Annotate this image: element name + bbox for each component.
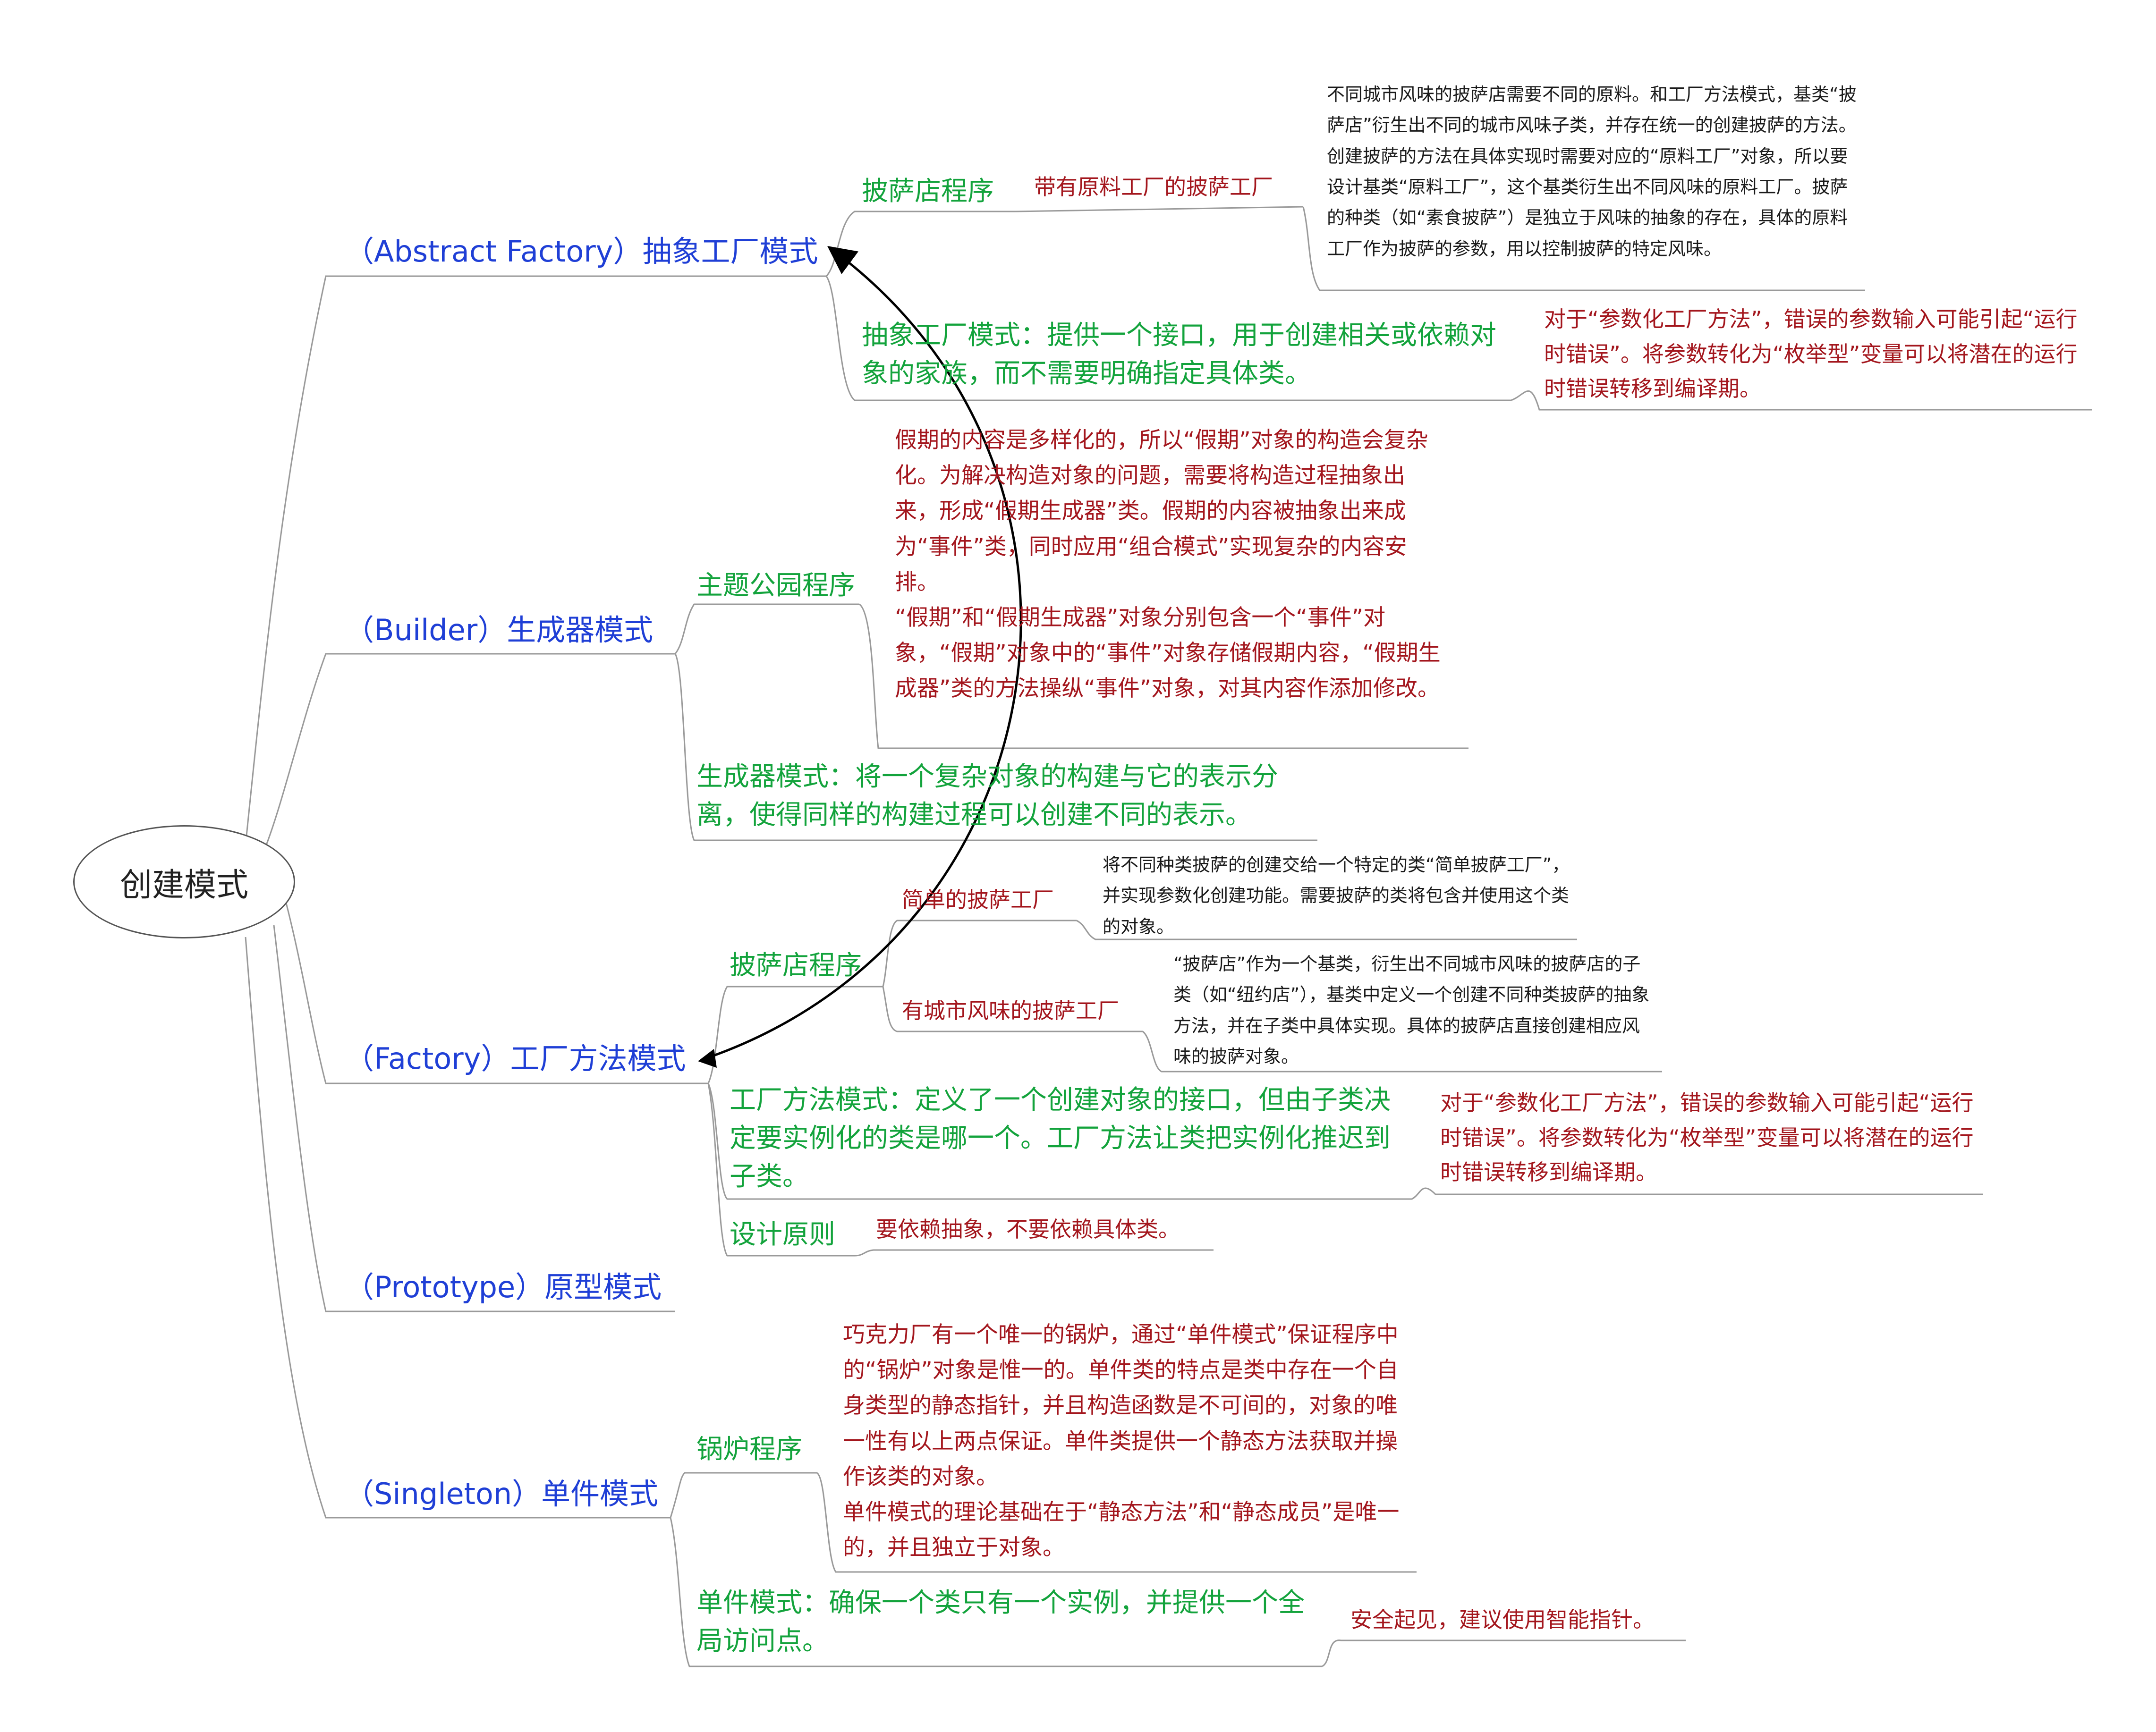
edge-root-factory <box>282 892 708 1084</box>
node-singleton-note: 安全起见，建议使用智能指针。 <box>1350 1607 1655 1632</box>
relation-arrow-tail-head <box>698 1049 717 1068</box>
node-singleton-definition[interactable]: 单件模式：确保一个类只有一个实例，并提供一个全局访问点。 <box>696 1588 1305 1657</box>
node-factory-definition[interactable]: 工厂方法模式：定义了一个创建对象的接口，但由子类决定要实例化的类是哪一个。工厂方… <box>730 1085 1391 1192</box>
node-factory-principle[interactable]: 设计原则 <box>730 1219 835 1250</box>
node-af-definition[interactable]: 抽象工厂模式：提供一个接口，用于创建相关或依赖对象的家族，而不需要明确指定具体类… <box>862 320 1496 389</box>
node-af-pizza-desc: 不同城市风味的披萨店需要不同的原料。和工厂方法模式，基类“披萨店”衍生出不同的城… <box>1327 84 1857 259</box>
relation-arrow <box>705 246 1022 1060</box>
node-factory-program[interactable]: 披萨店程序 <box>730 950 862 981</box>
node-factory[interactable]: （Factory）工厂方法模式 <box>345 1041 686 1076</box>
node-factory-note: 对于“参数化工厂方法”，错误的参数输入可能引起“运行时错误”。将参数转化为“枚举… <box>1440 1090 1974 1185</box>
edge-root-builder <box>263 653 675 850</box>
node-af-note: 对于“参数化工厂方法”，错误的参数输入可能引起“运行时错误”。将参数转化为“枚举… <box>1544 306 2078 402</box>
edge-root-abstract-factory <box>245 275 826 845</box>
edge-root-prototype <box>273 925 675 1312</box>
edge-root-singleton <box>245 937 671 1519</box>
node-af-pizza-program[interactable]: 披萨店程序 <box>862 176 994 207</box>
node-abstract-factory[interactable]: （Abstract Factory）抽象工厂模式 <box>345 234 818 269</box>
node-factory-simple[interactable]: 简单的披萨工厂 <box>902 887 1054 912</box>
node-factory-city[interactable]: 有城市风味的披萨工厂 <box>902 998 1119 1023</box>
node-singleton-program[interactable]: 锅炉程序 <box>696 1434 802 1465</box>
node-factory-city-desc: “披萨店”作为一个基类，衍生出不同城市风味的披萨店的子类（如“纽约店”），基类中… <box>1173 954 1650 1067</box>
node-singleton[interactable]: （Singleton）单件模式 <box>345 1477 659 1511</box>
node-prototype[interactable]: （Prototype）原型模式 <box>345 1270 662 1304</box>
node-builder-desc: 假期的内容是多样化的，所以“假期”对象的构造会复杂化。为解决构造对象的问题，需要… <box>895 427 1441 702</box>
node-af-pizza-sub[interactable]: 带有原料工厂的披萨工厂 <box>1034 174 1273 200</box>
node-builder-definition[interactable]: 生成器模式：将一个复杂对象的构建与它的表示分离，使得同样的构建过程可以创建不同的… <box>696 761 1278 831</box>
node-singleton-desc: 巧克力厂有一个唯一的锅炉，通过“单件模式”保证程序中的“锅炉”对象是惟一的。单件… <box>843 1322 1400 1561</box>
root-node[interactable]: 创建模式 <box>73 825 295 938</box>
node-builder-program[interactable]: 主题公园程序 <box>696 570 855 601</box>
node-builder[interactable]: （Builder）生成器模式 <box>345 613 654 647</box>
node-factory-simple-desc: 将不同种类披萨的创建交给一个特定的类“简单披萨工厂”，并实现参数化创建功能。需要… <box>1103 854 1570 937</box>
node-factory-principle-desc: 要依赖抽象，不要依赖具体类。 <box>876 1217 1180 1242</box>
